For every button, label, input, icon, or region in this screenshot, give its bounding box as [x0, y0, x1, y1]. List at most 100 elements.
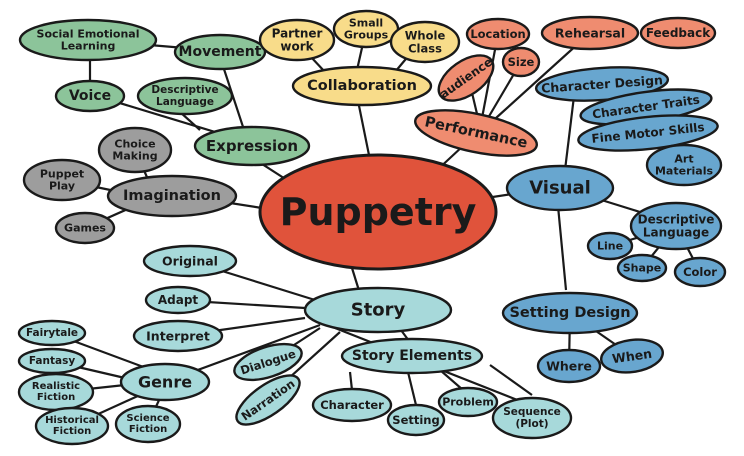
- node-partner-work-label-2: work: [280, 40, 314, 54]
- node-choice-making-label-1: Choice: [114, 137, 155, 150]
- node-fairytale-shape: [17, 319, 87, 347]
- node-descriptive-language-visual-shape: [629, 201, 723, 251]
- node-movement-shape: [173, 33, 267, 71]
- node-character-design-shape: [534, 66, 670, 102]
- node-choice-making-label-2: Making: [112, 150, 157, 163]
- node-shape: Shape: [616, 253, 668, 283]
- node-adapt-label: Adapt: [158, 293, 199, 307]
- node-sequence-label-1: Sequence: [503, 406, 561, 418]
- node-fantasy-label: Fantasy: [29, 355, 75, 367]
- node-descriptive-language-expression-label-1: Descriptive: [151, 84, 218, 96]
- node-fine-motor-skills: Fine Motor Skills: [577, 114, 719, 152]
- node-fantasy: Fantasy: [17, 347, 87, 375]
- node-science-fiction-shape: [114, 404, 182, 444]
- node-historical-fiction-shape: [34, 406, 110, 446]
- node-expression-shape: [193, 125, 311, 167]
- node-art-materials-label-2: Materials: [655, 165, 713, 178]
- node-games: Games: [54, 211, 116, 245]
- node-historical-fiction-label-1: Historical: [45, 415, 99, 426]
- node-imagination-label: Imagination: [123, 188, 221, 204]
- node-line: Line: [586, 231, 634, 261]
- node-character-label: Character: [320, 398, 384, 412]
- node-interpret: Interpret: [132, 319, 224, 353]
- node-sel-shape: [18, 18, 158, 62]
- node-story-elements-label: Story Elements: [352, 348, 472, 364]
- node-narration-shape: [235, 374, 301, 426]
- node-setting: Setting: [386, 403, 446, 437]
- node-voice: Voice: [54, 79, 126, 113]
- node-character-design: Character Design: [534, 66, 670, 102]
- node-visual: Visual: [505, 164, 615, 212]
- node-collaboration-label: Collaboration: [307, 78, 417, 94]
- node-original: Original: [142, 244, 238, 278]
- node-movement-label: Movement: [179, 44, 262, 60]
- node-performance-shape: [414, 109, 538, 157]
- node-size-shape: [501, 46, 541, 78]
- node-imagination-shape: [106, 174, 238, 218]
- node-problem: Problem: [437, 386, 499, 418]
- node-voice-label: Voice: [69, 88, 111, 104]
- node-feedback-shape: [639, 16, 717, 50]
- node-shape-label: Shape: [623, 262, 662, 275]
- node-center: Puppetry: [258, 153, 498, 271]
- node-where: Where: [536, 348, 602, 384]
- node-when: When: [600, 338, 664, 374]
- node-problem-shape: [437, 386, 499, 418]
- node-dialogue: Dialogue: [233, 342, 303, 382]
- node-expression: Expression: [193, 125, 311, 167]
- node-location: Location: [465, 17, 531, 51]
- node-art-materials-shape: [645, 143, 723, 187]
- node-sequence: Sequence(Plot): [491, 396, 573, 440]
- node-genre: Genre: [119, 362, 211, 402]
- node-dialogue-shape: [233, 342, 303, 382]
- node-where-shape: [536, 348, 602, 384]
- node-whole-class-label-2: Class: [408, 41, 442, 55]
- node-color: Color: [673, 256, 727, 288]
- node-adapt-shape: [144, 285, 212, 315]
- node-setting-shape: [386, 403, 446, 437]
- node-fairytale: Fairytale: [17, 319, 87, 347]
- node-art-materials-label-1: Art: [674, 152, 693, 165]
- node-shape-shape: [616, 253, 668, 283]
- nodes-layer: Puppetry Expression Movement Social Emotion…: [17, 9, 727, 446]
- node-size: Size: [501, 46, 541, 78]
- node-center-shape: [258, 153, 498, 271]
- node-when-label: When: [611, 346, 653, 366]
- node-location-label: Location: [470, 27, 525, 41]
- node-puppet-play-label-2: Play: [49, 180, 75, 193]
- node-setting-design-label: Setting Design: [509, 305, 630, 321]
- node-rehearsal-label: Rehearsal: [555, 26, 625, 41]
- node-descriptive-language-expression-shape: [136, 76, 234, 116]
- node-sel-label-1: Social Emotional: [37, 27, 140, 40]
- node-games-label: Games: [64, 222, 106, 235]
- node-interpret-label: Interpret: [146, 329, 210, 344]
- node-historical-fiction-label-2: Fiction: [53, 426, 91, 437]
- node-story-elements-shape: [340, 337, 484, 375]
- node-center-label: Puppetry: [280, 190, 477, 234]
- node-color-shape: [673, 256, 727, 288]
- node-setting-design: Setting Design: [501, 291, 639, 335]
- node-sel-label-2: Learning: [61, 40, 116, 53]
- node-expression-label: Expression: [206, 137, 298, 155]
- node-genre-label: Genre: [138, 373, 192, 392]
- node-science-fiction-label-2: Fiction: [129, 424, 167, 435]
- node-genre-shape: [119, 362, 211, 402]
- node-realistic-fiction-label-2: Fiction: [37, 392, 75, 403]
- node-whole-class-label-1: Whole: [405, 29, 446, 43]
- node-story-elements: Story Elements: [340, 337, 484, 375]
- node-realistic-fiction-label-1: Realistic: [32, 381, 80, 392]
- node-color-label: Color: [683, 265, 717, 279]
- node-collaboration: Collaboration: [291, 65, 433, 107]
- node-fairytale-label: Fairytale: [26, 327, 78, 339]
- node-line-shape: [586, 231, 634, 261]
- node-sequence-shape: [491, 396, 573, 440]
